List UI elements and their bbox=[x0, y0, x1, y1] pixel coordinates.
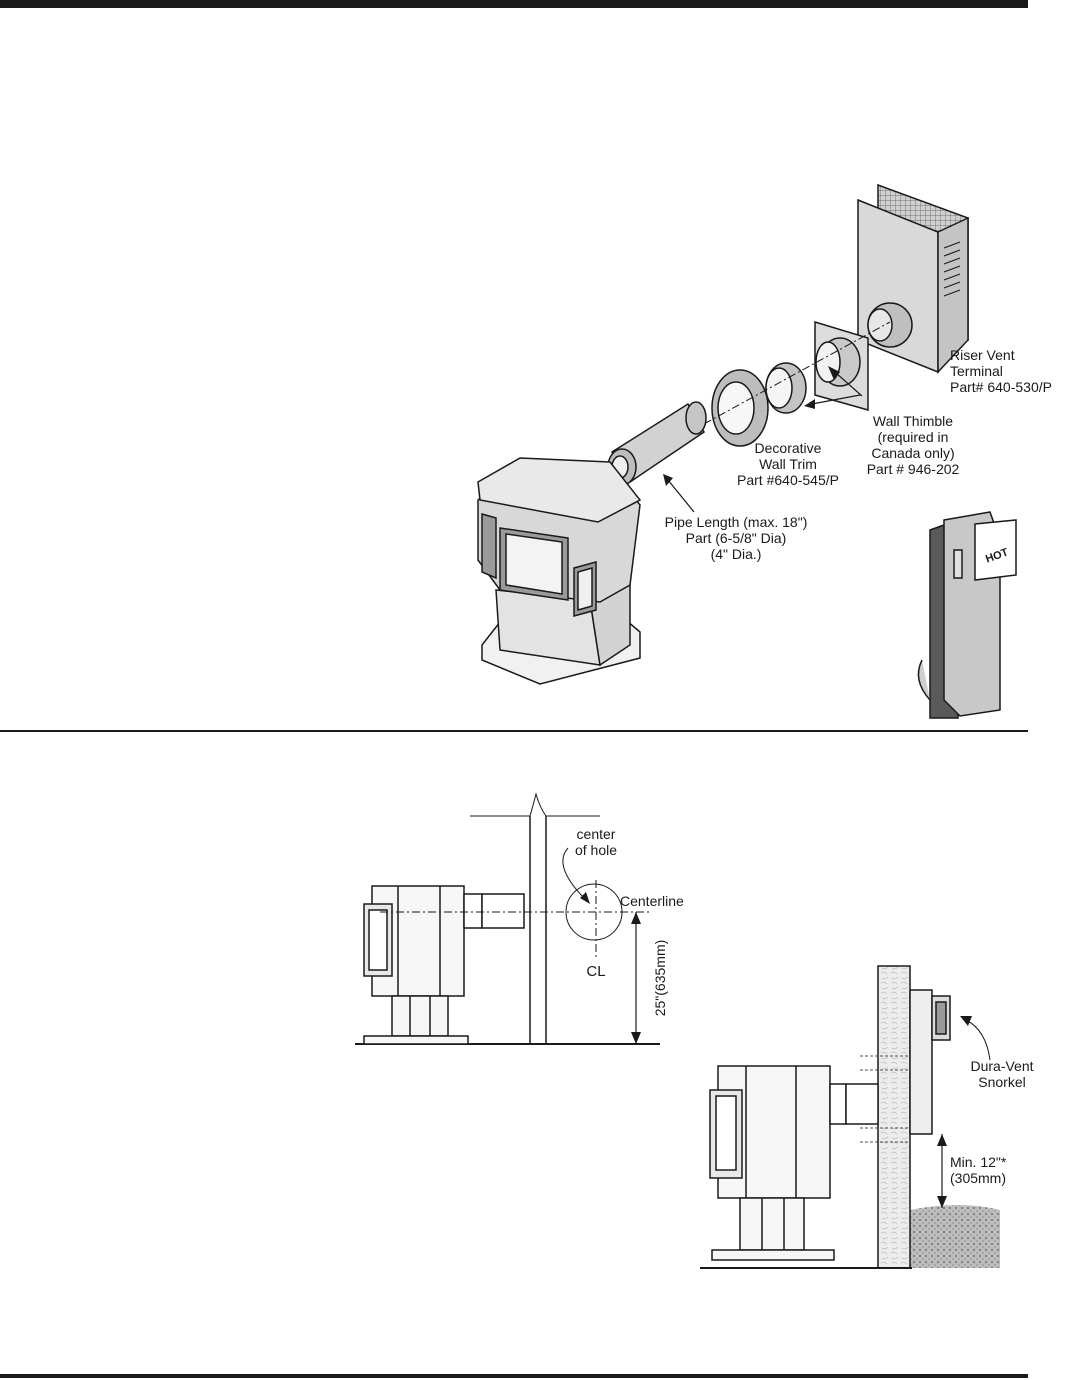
cl-symbol-label: CL bbox=[586, 963, 606, 980]
stove-side-view-2 bbox=[709, 1065, 879, 1261]
thimble-ring bbox=[765, 362, 807, 414]
pellet-stove bbox=[477, 457, 642, 685]
stove-side-view bbox=[363, 885, 469, 1045]
pipe-length-label: Pipe Length (max. 18")Part (6-5/8" Dia)(… bbox=[664, 514, 808, 562]
top-rule bbox=[0, 0, 1028, 8]
snorkel-unit bbox=[909, 989, 951, 1135]
riser-vent-side-view bbox=[917, 511, 1017, 719]
exploded-vent-diagram bbox=[477, 183, 1017, 719]
bottom-rule bbox=[0, 1374, 1028, 1378]
wall-thimble bbox=[814, 320, 869, 411]
mid-rule bbox=[0, 730, 1028, 732]
riser-vent-terminal bbox=[857, 183, 969, 374]
decorative-wall-trim bbox=[711, 369, 769, 447]
ground-gravel bbox=[910, 1205, 1000, 1268]
centerline-label: Centerline bbox=[620, 893, 684, 909]
masonry-wall bbox=[877, 965, 911, 1269]
min-clearance-label: Min. 12"*(305mm) bbox=[950, 1154, 1007, 1186]
